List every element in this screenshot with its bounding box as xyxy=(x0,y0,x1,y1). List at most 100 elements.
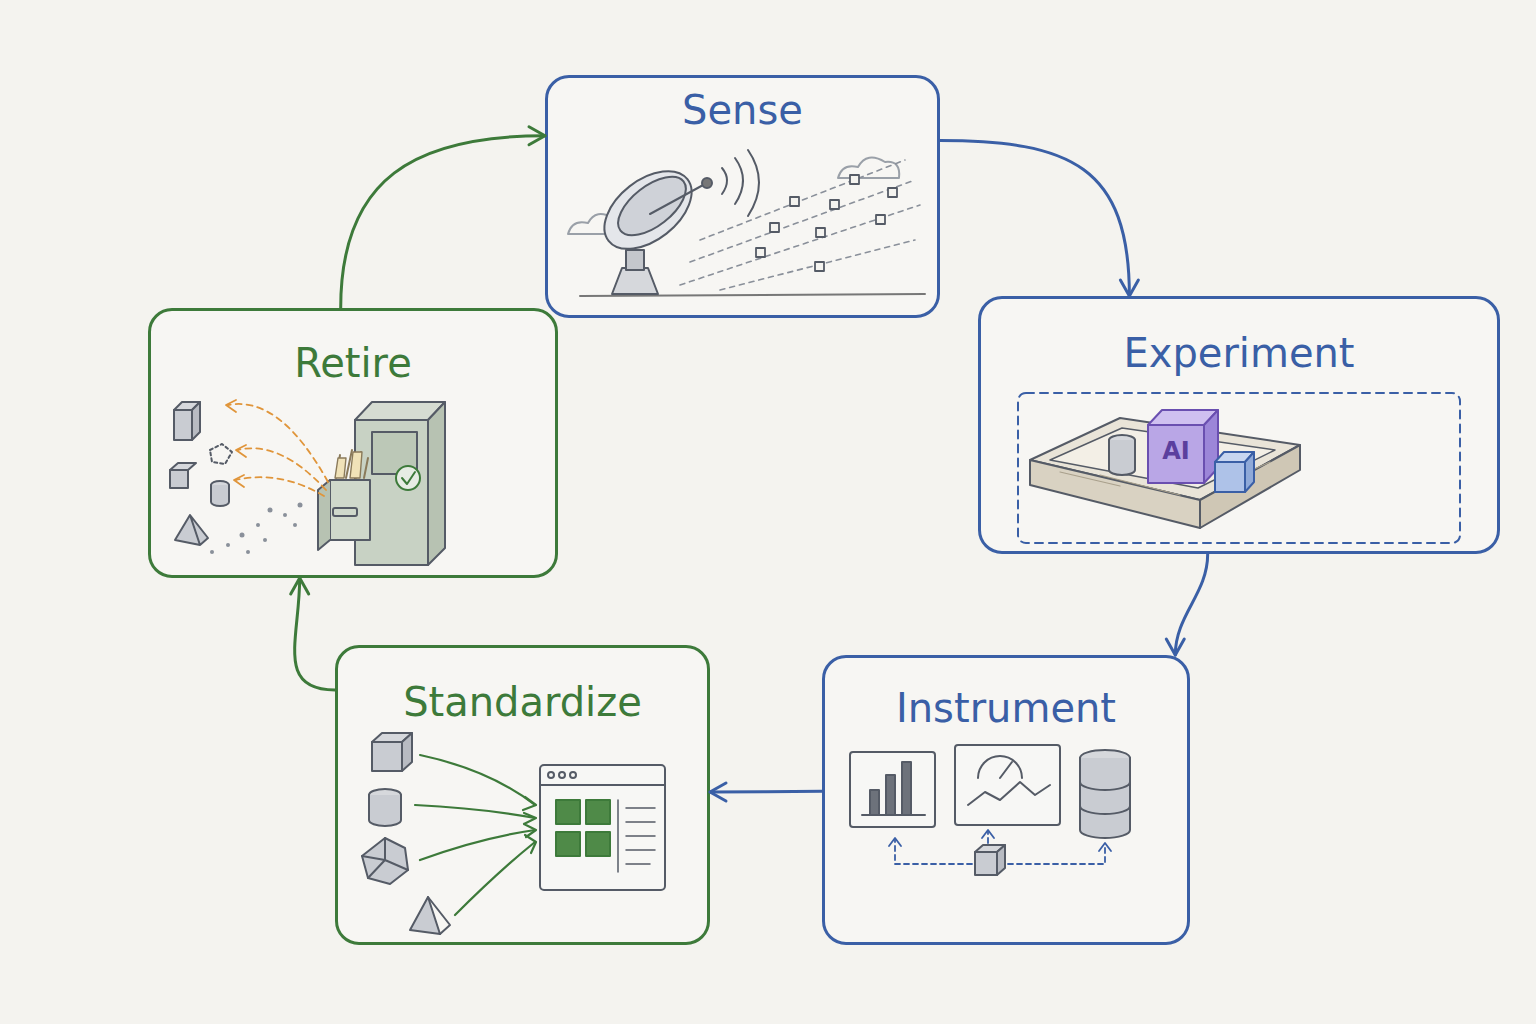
stage-title: Sense xyxy=(548,86,937,134)
sketch-stroke xyxy=(987,832,989,843)
sketch-stroke xyxy=(889,830,1111,851)
sketch-stroke xyxy=(1215,462,1245,492)
sketch-stroke xyxy=(226,543,230,547)
sketch-stroke xyxy=(1060,462,1270,495)
sketch-stroke xyxy=(770,223,779,232)
sketch-stroke xyxy=(586,832,610,856)
sketch-stroke xyxy=(586,800,610,824)
sketch-stroke xyxy=(626,250,644,270)
sketch-stroke xyxy=(246,550,250,554)
experiment-illustration xyxy=(1018,393,1460,543)
sketch-stroke xyxy=(415,755,536,915)
sketch-stroke xyxy=(226,400,246,487)
sketch-stroke xyxy=(975,852,997,875)
sketch-stroke xyxy=(211,481,229,489)
sketch-stroke xyxy=(175,515,208,545)
instrument-illustration xyxy=(850,745,1130,875)
sketch-stroke xyxy=(722,168,727,194)
sketch-stroke xyxy=(1099,843,1111,851)
sketch-stroke xyxy=(556,800,610,856)
sketch-stroke xyxy=(556,800,580,824)
stage-title: Experiment xyxy=(981,329,1497,377)
sketch-stroke xyxy=(263,538,267,542)
sketch-stroke xyxy=(336,450,368,478)
sketch-stroke xyxy=(523,797,536,853)
sketch-stroke xyxy=(369,789,401,801)
sketch-stroke xyxy=(1245,452,1254,492)
sketch-stroke xyxy=(895,840,972,864)
stage-box: Experiment xyxy=(978,296,1500,554)
sketch-stroke xyxy=(283,513,287,517)
sketch-stroke xyxy=(548,772,554,778)
sketch-stroke xyxy=(617,800,619,872)
arrow-head xyxy=(710,783,726,801)
sketch-stroke xyxy=(735,158,743,204)
sense-illustration xyxy=(568,150,925,296)
sketch-stroke xyxy=(756,248,765,257)
sketch-stroke xyxy=(210,444,232,464)
sketch-stroke xyxy=(568,214,626,234)
arrow-head xyxy=(291,578,309,594)
sketch-stroke xyxy=(420,755,535,805)
sketch-stroke xyxy=(756,175,897,271)
sketch-stroke xyxy=(333,508,357,516)
sketch-stroke xyxy=(876,215,885,224)
sketch-stroke xyxy=(1148,425,1204,483)
sketch-stroke xyxy=(608,166,696,247)
stage-title: Standardize xyxy=(338,678,707,726)
sketch-stroke xyxy=(170,470,188,488)
sketch-stroke xyxy=(236,477,324,496)
sketch-stroke xyxy=(402,733,412,771)
sketch-stroke xyxy=(702,178,712,188)
sketch-stroke xyxy=(968,782,1050,805)
sketch-stroke xyxy=(612,268,658,294)
sketch-stroke xyxy=(372,742,402,771)
sketch-stroke xyxy=(420,830,535,860)
cycle-arrow xyxy=(341,136,545,308)
sketch-stroke xyxy=(975,845,1005,852)
stage-title: Retire xyxy=(151,339,555,387)
sketch-stroke xyxy=(293,523,297,527)
cycle-arrow xyxy=(940,141,1129,296)
stage-box: Retire xyxy=(148,308,558,578)
sketch-stroke xyxy=(410,897,440,934)
sketch-stroke xyxy=(680,205,920,285)
sketch-stroke xyxy=(1215,452,1254,462)
sketch-stroke xyxy=(174,410,192,440)
sketch-stroke xyxy=(955,745,1060,825)
sketch-stroke xyxy=(362,838,408,878)
sketch-stroke xyxy=(228,404,328,496)
sketch-stroke xyxy=(850,175,859,184)
sketch-stroke xyxy=(895,832,1105,864)
sketch-stroke xyxy=(816,228,825,237)
sketch-stroke xyxy=(720,240,915,290)
sketch-stroke xyxy=(838,158,899,178)
sketch-stroke xyxy=(626,808,655,864)
cycle-arrow xyxy=(1175,554,1207,655)
standardize-illustration xyxy=(362,733,665,934)
sketch-stroke xyxy=(1030,460,1200,528)
sketch-stroke xyxy=(210,550,214,554)
sketch-stroke xyxy=(1109,435,1135,445)
arrow-head xyxy=(529,127,545,145)
sketch-stroke xyxy=(540,765,665,890)
sketch-stroke xyxy=(228,404,328,482)
sketch-stroke xyxy=(690,180,915,262)
sketch-stroke xyxy=(982,830,994,838)
sketch-stroke xyxy=(815,262,824,271)
sketch-stroke xyxy=(978,756,1022,778)
stage-box: Standardize xyxy=(335,645,710,945)
sketch-stroke xyxy=(1080,750,1130,766)
sketch-stroke xyxy=(211,485,229,506)
sketch-stroke xyxy=(318,480,330,550)
sketch-stroke xyxy=(1000,762,1012,778)
sketch-stroke xyxy=(1080,782,1130,814)
sketch-stroke xyxy=(1030,418,1300,500)
sketch-stroke xyxy=(330,480,370,540)
sketch-stroke xyxy=(396,466,420,490)
sketch-stroke xyxy=(556,832,580,856)
sketch-stroke xyxy=(1008,845,1105,864)
sketch-stroke xyxy=(997,845,1005,875)
sketch-stroke xyxy=(298,503,303,508)
